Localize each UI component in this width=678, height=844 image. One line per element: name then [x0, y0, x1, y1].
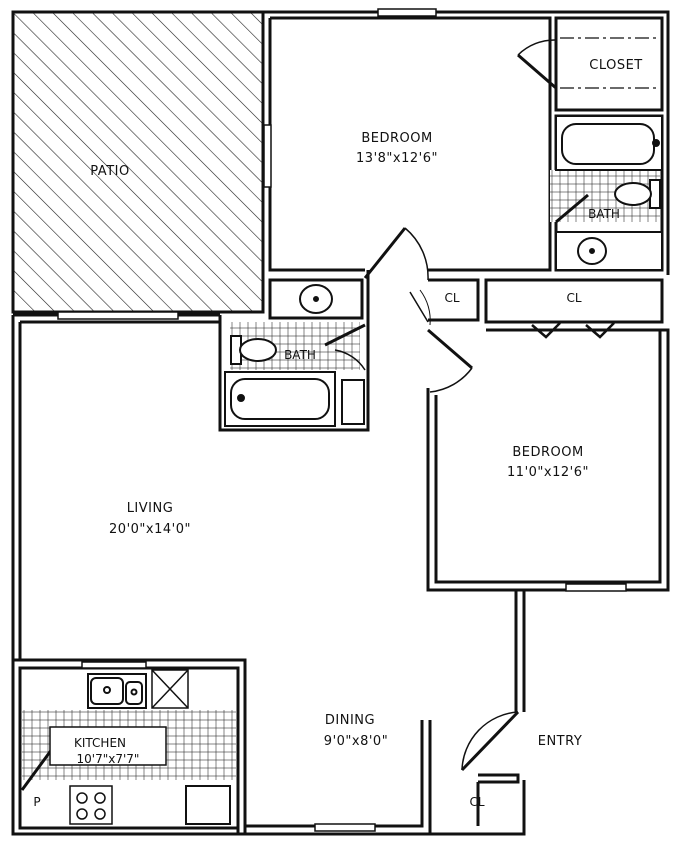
- doors: [20, 39, 615, 791]
- living-size: 20'0"x14'0": [109, 522, 191, 537]
- kitchen-size: 10'7"x7'7": [77, 752, 140, 766]
- bedroom2-size: 11'0"x12'6": [507, 465, 589, 480]
- dining-label: DINING: [325, 713, 375, 728]
- bedroom2-label: BEDROOM: [512, 445, 583, 460]
- bedroom1-label: BEDROOM: [361, 131, 432, 146]
- range-stove: [69, 785, 113, 825]
- dishwasher: [151, 669, 189, 709]
- linen-cabinet: [341, 379, 365, 425]
- dining-size: 9'0"x8'0": [324, 734, 388, 749]
- bathtub-2: [224, 371, 336, 427]
- entry-label: ENTRY: [538, 734, 583, 749]
- living-label: LIVING: [127, 501, 174, 516]
- toilet-1: [614, 179, 661, 209]
- windows: [57, 8, 627, 832]
- bedroom1-size: 13'8"x12'6": [356, 151, 438, 166]
- closet-label: CLOSET: [589, 58, 643, 73]
- bathtub-1: [555, 115, 663, 171]
- refrigerator: [185, 785, 231, 825]
- sink-1: [555, 231, 663, 271]
- entry-closet-label: CL: [469, 795, 484, 809]
- sink-2: [299, 284, 333, 314]
- bedroom2-closet-label: CL: [566, 291, 581, 305]
- bath1-label: BATH: [588, 207, 620, 221]
- pantry-label: P: [33, 795, 40, 809]
- toilet-2: [230, 335, 277, 365]
- kitchen-sink: [87, 673, 147, 709]
- patio-area: [11, 10, 265, 314]
- kitchen-label: KITCHEN: [74, 736, 126, 750]
- patio-label: PATIO: [90, 164, 129, 179]
- room-labels: PATIO BEDROOM 13'8"x12'6" CLOSET BATH BA…: [33, 58, 642, 809]
- bath2-label: BATH: [284, 348, 316, 362]
- closet-rod: [560, 37, 660, 89]
- hall-closet-label: CL: [444, 291, 459, 305]
- kitchen-label-box: [49, 726, 167, 766]
